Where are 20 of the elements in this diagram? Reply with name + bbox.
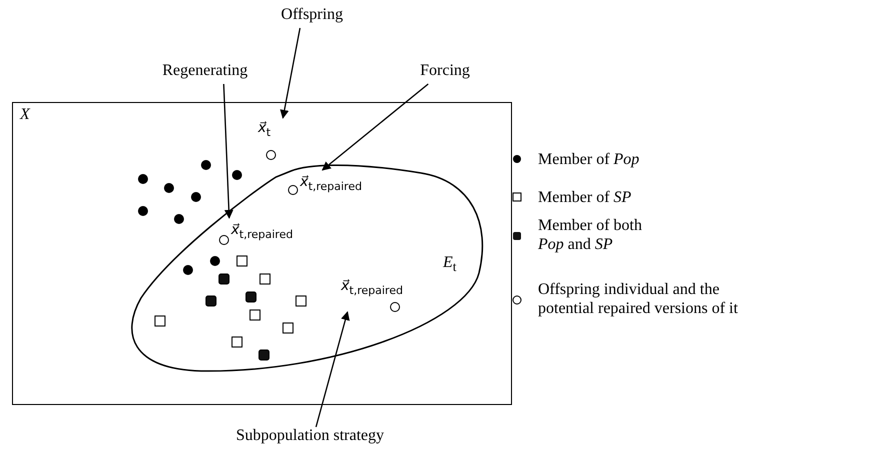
point-label: x⃗$_{t,repaired}$ [300, 173, 362, 195]
point-label: x⃗$_{t}$ [258, 119, 271, 141]
annotation-text: Subpopulation strategy [235, 427, 385, 445]
arrow [223, 84, 234, 219]
legend-text: Member of SP [538, 188, 632, 207]
legend-text: Member of Pop [538, 150, 640, 169]
point-label: x⃗$_{t,repaired}$ [341, 277, 403, 299]
space-label: X [20, 106, 30, 124]
arrow [280, 28, 301, 119]
feasible-region [131, 163, 483, 375]
point-label: x⃗$_{t,repaired}$ [231, 221, 293, 243]
annotation-text: Offspring [280, 6, 344, 24]
region-label: E$_{t}$ [443, 254, 456, 276]
legend-text: Member of both Pop and SP [538, 216, 643, 254]
annotation-text: Forcing [419, 62, 471, 80]
arrow [315, 311, 350, 428]
annotation-text: Regenerating [161, 62, 249, 80]
space-frame [12, 102, 512, 405]
legend-text: Offspring individual and the potential repaired versions of it [538, 280, 739, 318]
arrow [322, 84, 429, 171]
